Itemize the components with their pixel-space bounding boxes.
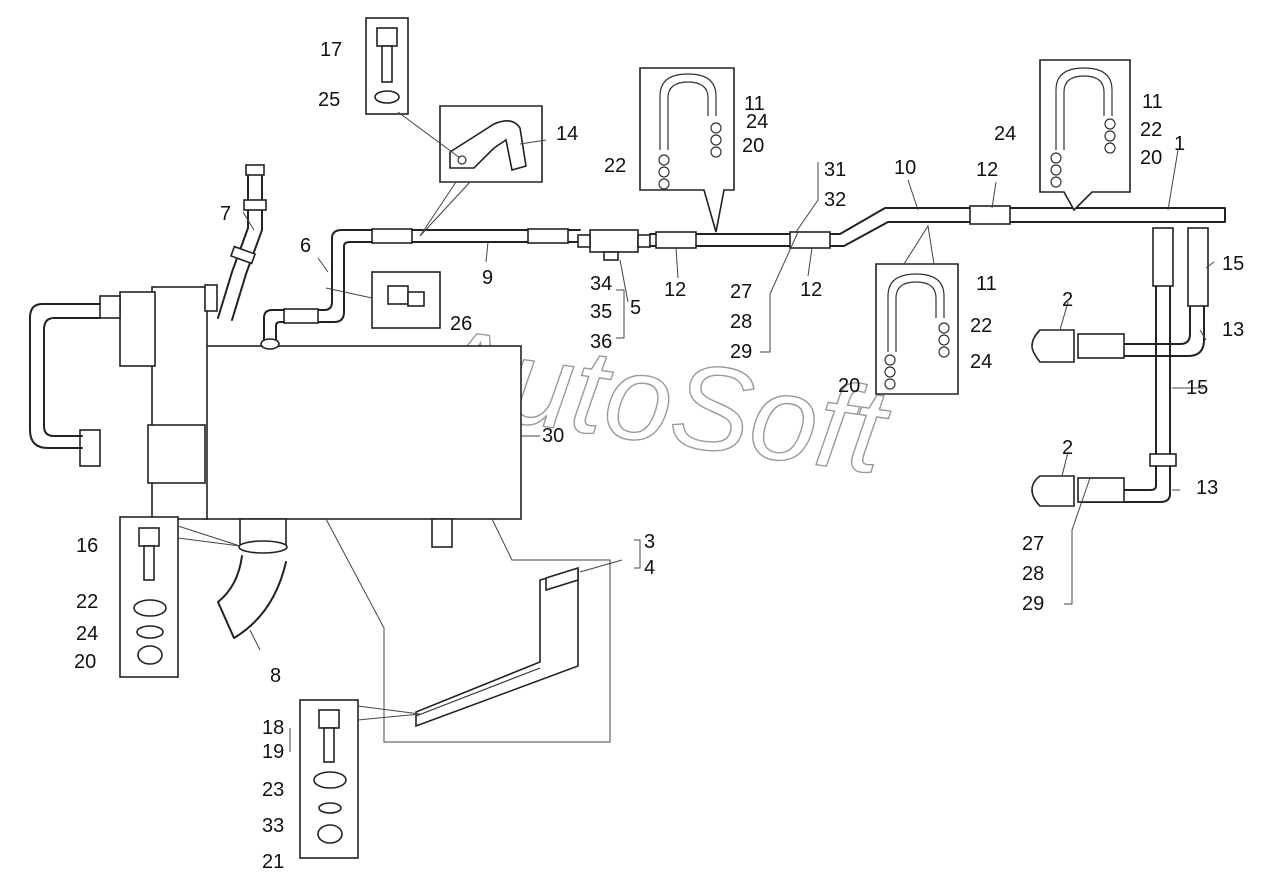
callout-13-lower: 13 <box>1196 477 1218 499</box>
callout-24-d: 24 <box>76 623 98 645</box>
callout-33: 33 <box>262 815 284 837</box>
fuel-line-9 <box>260 228 581 350</box>
detail-plug-26 <box>325 271 441 329</box>
detail-u-bolt-a <box>639 67 735 233</box>
callout-22-b: 22 <box>1140 119 1162 141</box>
callout-6: 6 <box>300 235 311 257</box>
detail-u-bolt-b <box>1039 59 1131 212</box>
fuel-tank <box>29 284 522 548</box>
callout-24-c: 24 <box>970 351 992 373</box>
callout-27-b: 27 <box>1022 533 1044 555</box>
callout-7: 7 <box>220 203 231 225</box>
callout-29-a: 29 <box>730 341 752 363</box>
callout-35: 35 <box>590 301 612 323</box>
callout-19: 19 <box>262 741 284 763</box>
callout-labels: 1 2 2 3 4 5 6 7 8 9 10 11 11 11 12 12 12… <box>74 39 1244 873</box>
callout-20-a: 20 <box>742 135 764 157</box>
bracket-detail-outline <box>325 518 611 743</box>
callout-2-upper: 2 <box>1062 289 1073 311</box>
callout-2-lower: 2 <box>1062 437 1073 459</box>
callout-15-upper: 15 <box>1222 253 1244 275</box>
callout-28-b: 28 <box>1022 563 1044 585</box>
callout-13-upper: 13 <box>1222 319 1244 341</box>
tube-7 <box>217 164 267 321</box>
callout-9: 9 <box>482 267 493 289</box>
callout-30: 30 <box>542 425 564 447</box>
callout-20-b: 20 <box>1140 147 1162 169</box>
callout-34: 34 <box>590 273 612 295</box>
callout-23: 23 <box>262 779 284 801</box>
callout-32: 32 <box>824 189 846 211</box>
bracket-3-4 <box>415 566 579 728</box>
detail-bolt-set-16 <box>119 516 241 678</box>
tee-fitting-5 <box>577 229 651 261</box>
filler-neck <box>217 518 288 639</box>
callout-26: 26 <box>450 313 472 335</box>
callout-10: 10 <box>894 157 916 179</box>
callout-22-d: 22 <box>76 591 98 613</box>
callout-22-c: 22 <box>970 315 992 337</box>
callout-5: 5 <box>630 297 641 319</box>
callout-27-a: 27 <box>730 281 752 303</box>
callout-11-a: 11 <box>744 93 765 115</box>
callout-1: 1 <box>1174 133 1185 155</box>
callout-14: 14 <box>556 123 578 145</box>
callout-36: 36 <box>590 331 612 353</box>
callout-12-c: 12 <box>976 159 998 181</box>
fuel-line-10 <box>649 205 1226 249</box>
callout-28-a: 28 <box>730 311 752 333</box>
detail-u-bolt-c <box>875 224 959 395</box>
detail-bolt-set-18 <box>299 699 421 859</box>
callout-12-a: 12 <box>664 279 686 301</box>
callout-29-b: 29 <box>1022 593 1044 615</box>
callout-20-d: 20 <box>74 651 96 673</box>
callout-24-b: 24 <box>994 123 1016 145</box>
callout-15-lower: 15 <box>1186 377 1208 399</box>
callout-22-a: 22 <box>604 155 626 177</box>
callout-8: 8 <box>270 665 281 687</box>
callout-12-b: 12 <box>800 279 822 301</box>
callout-25: 25 <box>318 89 340 111</box>
callout-4: 4 <box>644 557 655 579</box>
detail-clamp-14 <box>365 17 543 237</box>
leader-lines <box>242 139 1215 752</box>
callout-11-b: 11 <box>1142 91 1163 113</box>
callout-20-c: 20 <box>838 375 860 397</box>
callout-31: 31 <box>824 159 846 181</box>
callout-16: 16 <box>76 535 98 557</box>
callout-24-a: 24 <box>746 111 768 133</box>
branch-lines-13-15 <box>1031 227 1209 507</box>
callout-17: 17 <box>320 39 342 61</box>
callout-18: 18 <box>262 717 284 739</box>
callout-3: 3 <box>644 531 655 553</box>
callout-11-c: 11 <box>976 273 997 295</box>
callout-21: 21 <box>262 851 284 873</box>
